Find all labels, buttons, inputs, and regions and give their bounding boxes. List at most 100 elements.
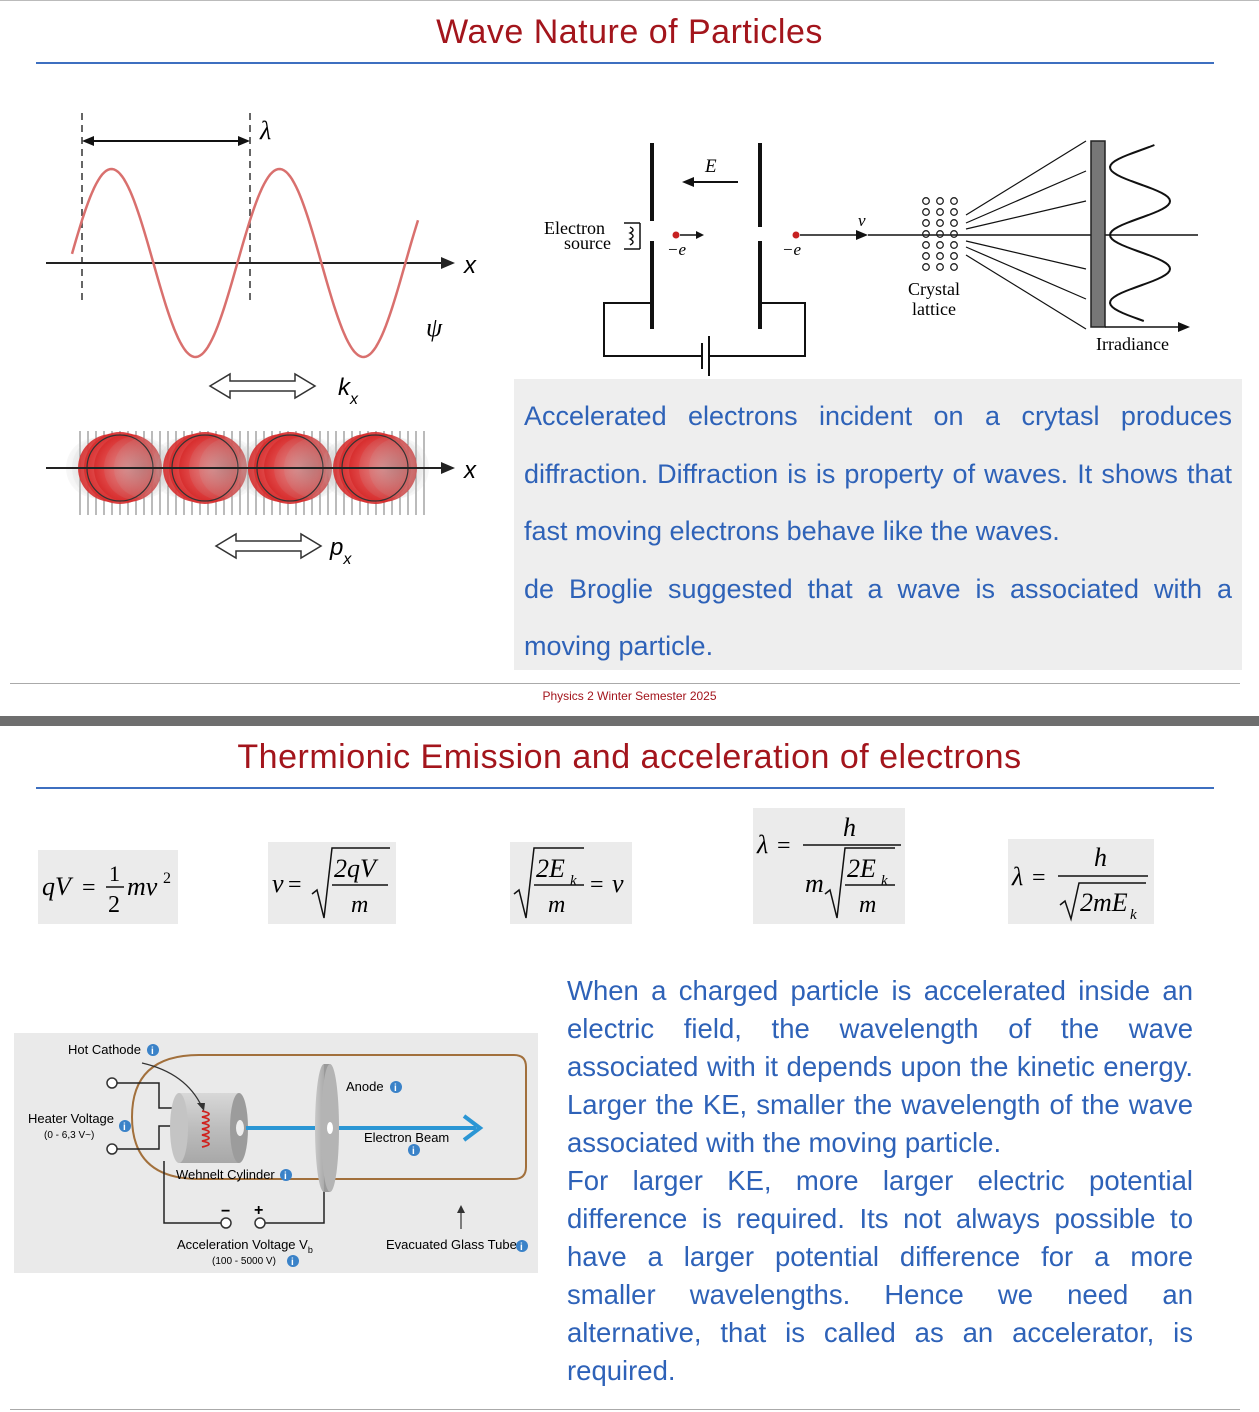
svg-text:1: 1: [109, 861, 120, 886]
slide-title-2: Thermionic Emission and acceleration of …: [237, 738, 1022, 776]
svg-text:=: =: [1032, 865, 1046, 891]
slide-thermionic-emission: Thermionic Emission and acceleration of …: [0, 726, 1259, 1412]
svg-text:−e: −e: [667, 240, 686, 259]
lattice-atom: [950, 197, 958, 205]
equation-wavelength-ek: λ = h 2mE k: [1008, 839, 1154, 924]
psi-label: ψ: [426, 313, 443, 342]
lambda-label: λ: [259, 116, 271, 145]
glass-tube-label: Evacuated Glass Tube: [386, 1237, 517, 1252]
lattice-atom: [936, 219, 944, 227]
title-underline-2: [36, 787, 1214, 789]
svg-text:i: i: [123, 1122, 126, 1133]
footer-rule-2: [10, 1409, 1240, 1410]
svg-text:i: i: [151, 1046, 154, 1057]
electron-source-label: Electron: [544, 218, 605, 238]
lattice-atom: [950, 219, 958, 227]
x-axis-label-2: x: [463, 457, 477, 484]
lattice-atom: [936, 197, 944, 205]
info-icon: [287, 1255, 299, 1267]
svg-text:source: source: [564, 233, 611, 253]
lattice-atom: [950, 241, 958, 249]
footer-text: Physics 2 Winter Semester 2025: [542, 689, 717, 703]
lattice-atom: [936, 252, 944, 260]
explanation-textbox: Accelerated electrons incident on a cryt…: [514, 379, 1242, 670]
paragraph-diffraction: Accelerated electrons incident on a cryt…: [524, 401, 1232, 546]
svg-text:−: −: [221, 1203, 230, 1220]
lattice-atom: [922, 219, 930, 227]
svg-text:k: k: [1130, 907, 1137, 923]
svg-text:i: i: [412, 1146, 415, 1157]
svg-text:k: k: [570, 873, 577, 889]
paragraph-de-broglie: de Broglie suggested that a wave is asso…: [524, 573, 1232, 662]
lattice-atom: [950, 252, 958, 260]
lattice-atom: [922, 241, 930, 249]
lattice-atom: [922, 252, 930, 260]
anode-label: Anode: [346, 1079, 384, 1094]
info-icon: [119, 1120, 131, 1132]
lattice-atom: [922, 230, 930, 238]
svg-text:=: =: [288, 872, 302, 898]
lattice-atom: [950, 230, 958, 238]
equation-kinetic-energy: qV = 1 2 mv 2: [38, 850, 178, 924]
svg-text:mv: mv: [127, 872, 158, 901]
svg-text:2mE: 2mE: [1080, 888, 1128, 917]
svg-text:k: k: [881, 873, 888, 889]
lattice-atom: [936, 241, 944, 249]
svg-text:λ: λ: [756, 830, 768, 859]
svg-text:2: 2: [163, 870, 171, 887]
svg-text:2qV: 2qV: [334, 854, 379, 883]
svg-text:h: h: [843, 813, 856, 842]
svg-text:m: m: [351, 892, 368, 918]
svg-text:(100 - 5000 V): (100 - 5000 V): [212, 1256, 276, 1267]
lattice-atom: [922, 197, 930, 205]
svg-text:2E: 2E: [536, 854, 565, 883]
hot-cathode-label: Hot Cathode: [68, 1042, 141, 1057]
lattice-atom: [936, 230, 944, 238]
electron-beam-label: Electron Beam: [364, 1130, 449, 1145]
field-label: E: [704, 156, 717, 177]
velocity-label: v: [858, 211, 866, 230]
wave-curve: [70, 167, 420, 359]
heater-voltage-label: Heater Voltage: [28, 1111, 114, 1126]
lattice-atom: [936, 263, 944, 271]
title-underline: [36, 62, 1214, 64]
lattice-atom: [950, 263, 958, 271]
lattice-atom: [922, 263, 930, 271]
px-label: px: [329, 534, 352, 568]
svg-text:i: i: [520, 1242, 523, 1253]
kx-label: kx: [338, 374, 359, 408]
irradiance-label: Irradiance: [1096, 334, 1169, 354]
cathode-filament: [201, 1110, 210, 1148]
info-icon: [280, 1169, 292, 1181]
svg-text:i: i: [291, 1257, 294, 1268]
svg-text:(0 - 6,3 V~): (0 - 6,3 V~): [44, 1130, 94, 1141]
lattice-atom: [922, 208, 930, 216]
svg-text:qV: qV: [42, 872, 74, 901]
slide-wave-nature: Wave Nature of Particles λ x ψ: [0, 0, 1259, 703]
svg-text:2E: 2E: [847, 854, 876, 883]
lattice-atom: [950, 208, 958, 216]
svg-text:=: =: [590, 872, 604, 898]
svg-text:i: i: [394, 1083, 397, 1094]
svg-text:=: =: [82, 875, 96, 901]
svg-text:v: v: [272, 869, 284, 898]
svg-text:v: v: [612, 869, 624, 898]
wave-packet-diagram: λ x ψ kx x px: [46, 113, 477, 568]
wehnelt-cylinder-label: Wehnelt Cylinder: [176, 1167, 275, 1182]
svg-text:=: =: [777, 833, 791, 859]
x-axis-label: x: [463, 252, 477, 279]
svg-text:lattice: lattice: [912, 299, 956, 319]
acceleration-voltage-label: Acceleration Voltage Vb: [177, 1237, 313, 1255]
electron-tube-diagram: − + Hot Cathode i Heater Voltage (0 - 6,…: [14, 1033, 538, 1273]
svg-text:m: m: [548, 892, 565, 918]
footer-rule: [10, 683, 1240, 684]
explanation-text-2: When a charged particle is accelerated i…: [567, 972, 1193, 1390]
info-icon: [147, 1044, 159, 1056]
electron-diffraction-diagram: E Electron source −e −e v Crystal lattic…: [544, 140, 1198, 376]
svg-text:h: h: [1094, 843, 1107, 872]
svg-text:λ: λ: [1011, 862, 1023, 891]
info-icon: [516, 1240, 528, 1252]
crystal-lattice-label: Crystal: [908, 279, 960, 299]
svg-text:2: 2: [108, 892, 120, 918]
slide-separator: [0, 716, 1259, 726]
